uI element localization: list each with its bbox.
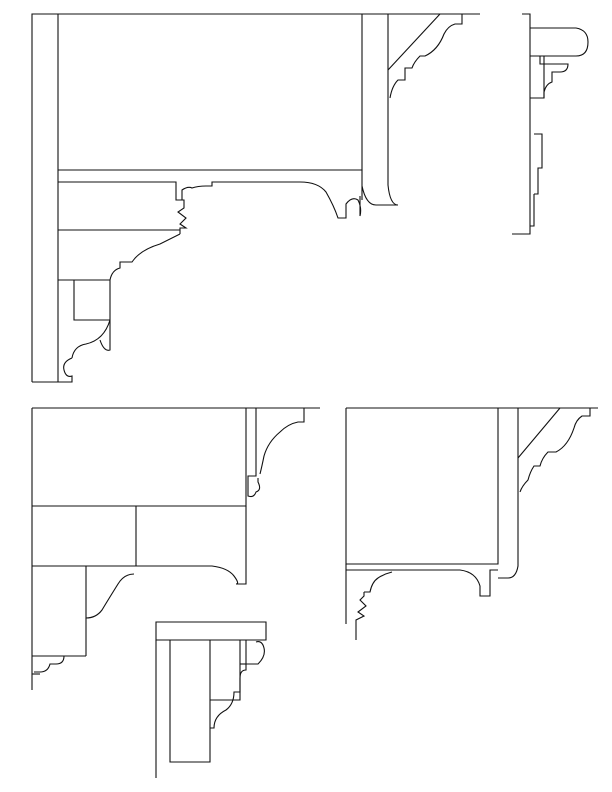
outer-wall-line (31, 13, 480, 382)
cornice-profile-middle (31, 407, 320, 690)
narrow-step-mid (530, 56, 545, 99)
right-return (361, 185, 386, 206)
narrow-wall-line (512, 13, 531, 235)
small-box (169, 640, 211, 763)
right-fascia-edge (498, 408, 519, 579)
middle-bracket-cove (85, 566, 135, 619)
cornice-profile-right (345, 407, 598, 640)
base-bead (32, 357, 73, 383)
small-ogee (210, 664, 247, 729)
right-soffit (346, 569, 498, 597)
right-brace (517, 407, 561, 459)
right-dentil-zigzag (355, 592, 367, 640)
small-cap (155, 621, 267, 641)
right-main-box (345, 408, 499, 565)
middle-right-fascia (247, 408, 261, 498)
cornice-profile-narrow (512, 13, 589, 235)
bed-mould-block (73, 280, 110, 321)
cornice-profile-small (155, 621, 267, 778)
upper-bracket-ogee (389, 14, 463, 99)
cornice-profile-large (31, 13, 480, 383)
right-upper-ogee (519, 408, 591, 493)
narrow-step-upper (539, 56, 569, 98)
dentil-zigzag (176, 199, 188, 234)
right-cove (364, 571, 393, 593)
frieze-panel (58, 14, 363, 171)
middle-upper-cove (259, 408, 305, 475)
middle-base-bead (34, 655, 65, 673)
large-ogee-curve (99, 233, 181, 351)
small-right-step (245, 640, 265, 665)
frieze-bottom (58, 181, 362, 219)
right-fascia (386, 14, 399, 206)
narrow-foot (530, 194, 535, 227)
narrow-cap-torus (530, 27, 589, 57)
narrow-panel (534, 133, 543, 195)
soffit-line (58, 169, 363, 200)
middle-soffit (136, 506, 247, 585)
middle-lower-box (32, 506, 137, 567)
small-upper-block (210, 640, 241, 701)
upper-bracket-brace (387, 13, 441, 71)
lower-cove (71, 319, 111, 359)
middle-upper-box (32, 408, 247, 507)
